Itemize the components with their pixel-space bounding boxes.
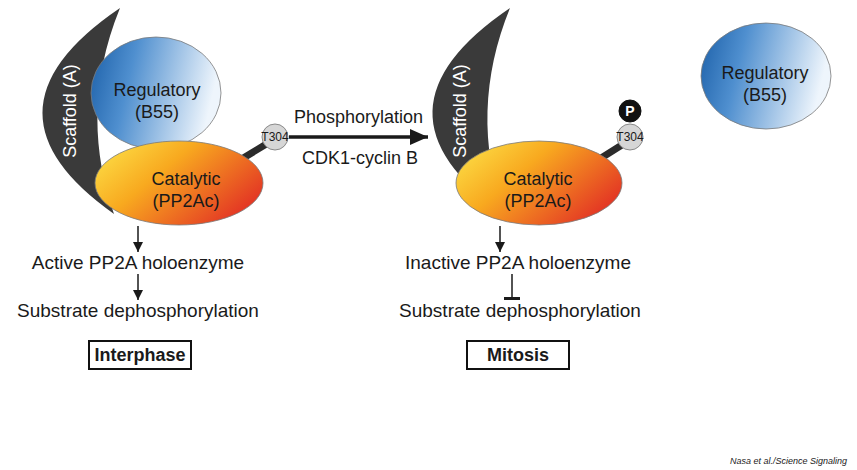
reaction-label: Phosphorylation bbox=[294, 107, 423, 128]
reaction-arrow bbox=[289, 135, 428, 139]
outcome-text: Substrate dephosphorylation bbox=[385, 300, 655, 322]
residue-disc bbox=[619, 100, 641, 122]
regulatory-subunit: Regulatory (B55) bbox=[700, 22, 832, 130]
inhibition-connector bbox=[511, 274, 513, 300]
phase-box: Interphase bbox=[88, 340, 192, 370]
flow-arrow bbox=[499, 226, 501, 252]
state-text-text: Inactive PP2A holoenzyme bbox=[380, 252, 656, 274]
flow-arrow bbox=[137, 226, 139, 252]
residue-circle-text: T304 bbox=[261, 130, 288, 144]
scaffold-subunit-text: Scaffold (A) bbox=[60, 64, 80, 158]
catalytic-subunit-text: Catalytic (PP2Ac) bbox=[134, 168, 238, 212]
source-watermark: Nasa et al./Science Signaling bbox=[730, 456, 847, 466]
residue-circle-text: T304 bbox=[616, 130, 643, 144]
subunit-ellipse bbox=[95, 141, 263, 225]
outcome-text: Substrate dephosphorylation bbox=[5, 300, 271, 322]
catalytic-subunit: Catalytic (PP2Ac) bbox=[94, 140, 264, 226]
scaffold-subunit-text: Scaffold (A) bbox=[450, 64, 470, 158]
residue-circle: T304 bbox=[616, 123, 644, 151]
enzyme-label: CDK1-cyclin B bbox=[302, 148, 418, 169]
residue-disc bbox=[617, 124, 643, 150]
phase-box-text: Mitosis bbox=[468, 342, 568, 368]
catalytic-subunit: Catalytic (PP2Ac) bbox=[455, 140, 623, 226]
regulatory-subunit-text: Regulatory (B55) bbox=[105, 79, 209, 123]
regulatory-subunit-text: Regulatory (B55) bbox=[713, 62, 817, 106]
subunit-ellipse bbox=[701, 23, 831, 129]
residue-circle: T304 bbox=[261, 123, 289, 151]
outcome-text-text: Substrate dephosphorylation bbox=[5, 300, 271, 322]
phosphate-circle-text: P bbox=[625, 103, 634, 119]
state-text: Active PP2A holoenzyme bbox=[10, 252, 266, 274]
subunit-ellipse bbox=[456, 141, 622, 225]
state-text-text: Active PP2A holoenzyme bbox=[10, 252, 266, 274]
phase-box: Mitosis bbox=[466, 340, 570, 370]
phase-box-text: Interphase bbox=[90, 342, 190, 368]
phosphate-circle: P bbox=[618, 99, 642, 123]
flow-arrow bbox=[137, 274, 139, 300]
subunit-ellipse bbox=[91, 37, 221, 149]
state-text: Inactive PP2A holoenzyme bbox=[380, 252, 656, 274]
outcome-text-text: Substrate dephosphorylation bbox=[385, 300, 655, 322]
residue-disc bbox=[262, 124, 288, 150]
regulatory-subunit: Regulatory (B55) bbox=[90, 36, 222, 150]
catalytic-subunit-text: Catalytic (PP2Ac) bbox=[486, 168, 590, 212]
